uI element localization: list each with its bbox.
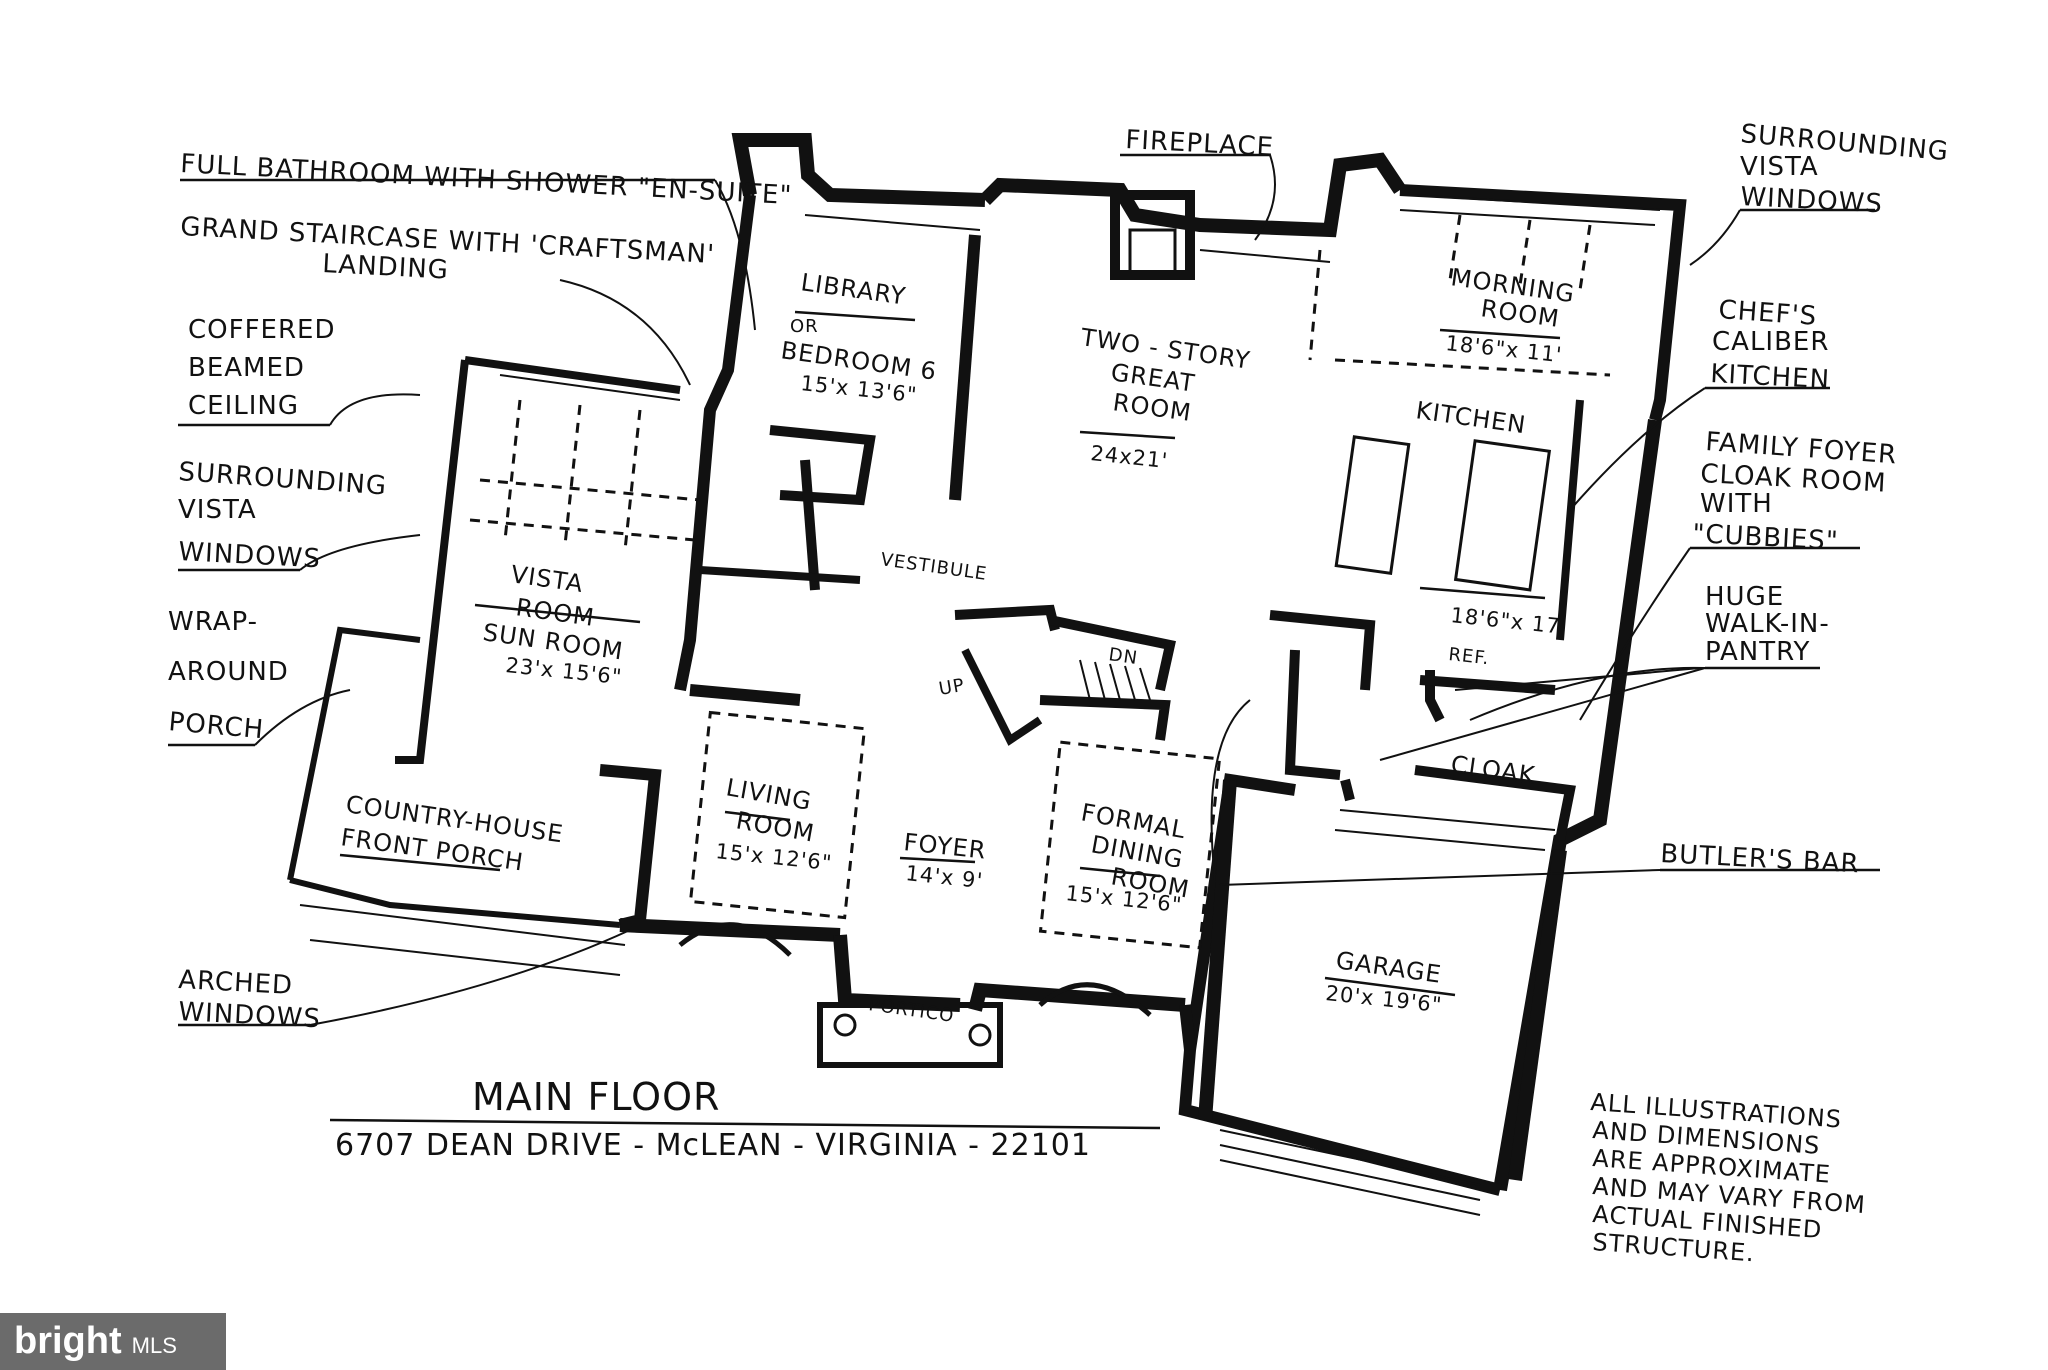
room-kitchen-dim: 18'6"x 17' <box>1449 603 1568 639</box>
room-kitchen: KITCHEN <box>1414 396 1528 439</box>
stair-down: DN <box>1107 644 1139 669</box>
callout-wrap-line1: WRAP- <box>168 607 258 637</box>
bright-mls-watermark: bright MLS <box>0 1313 226 1370</box>
ceiling-dashed-lines <box>469 214 1611 950</box>
callout-arched-line1: ARCHED <box>178 965 294 1001</box>
callout-leader-lines <box>168 153 1880 1130</box>
callout-vista-right-line3: WINDOWS <box>1740 182 1884 219</box>
callout-full-bathroom: FULL BATHROOM WITH SHOWER "EN-SUITE" <box>180 149 793 211</box>
plan-walls <box>287 133 1687 1216</box>
callout-pantry-line2: WALK-IN- <box>1705 609 1830 639</box>
callout-wrap-line3: PORCH <box>167 707 265 745</box>
callout-chef-line2: CALIBER <box>1712 327 1829 357</box>
bright-logo-mls: MLS <box>131 1332 177 1358</box>
room-library-line1: LIBRARY <box>799 268 908 310</box>
bright-logo-wordmark: bright <box>14 1320 122 1362</box>
room-ref: REF. <box>1447 644 1490 669</box>
callout-family-line3: WITH <box>1700 489 1773 519</box>
callout-chef-line1: CHEF'S <box>1718 295 1819 332</box>
room-cloak: CLOAK <box>1449 750 1537 790</box>
callout-arched-line2: WINDOWS <box>178 997 322 1034</box>
callout-coffered-line2: BEAMED <box>188 353 305 383</box>
room-library-line2: OR <box>790 316 819 337</box>
callout-wrap-line2: AROUND <box>168 657 289 687</box>
plan-title: MAIN FLOOR <box>472 1075 720 1119</box>
room-vista-line1: VISTA <box>509 560 585 598</box>
callout-butlers-bar: BUTLER'S BAR <box>1660 839 1861 879</box>
callout-pantry-line3: PANTRY <box>1705 637 1810 667</box>
plan-address: 6707 DEAN DRIVE - McLEAN - VIRGINIA - 22… <box>335 1128 1091 1163</box>
room-vestibule: VESTIBULE <box>879 549 988 585</box>
stair-up: UP <box>937 675 966 700</box>
callout-coffered-line3: CEILING <box>188 391 299 421</box>
callout-vista-left-line3: WINDOWS <box>178 537 322 574</box>
callout-vista-right-line2: VISTA <box>1740 152 1819 182</box>
room-great-dim: 24x21' <box>1089 441 1169 473</box>
room-foyer-dim: 14'x 9' <box>904 861 984 893</box>
callout-fireplace: FIREPLACE <box>1125 125 1275 163</box>
callout-coffered-line1: COFFERED <box>188 315 335 345</box>
callout-vista-left-line2: VISTA <box>178 495 257 525</box>
room-living-dim: 15'x 12'6" <box>714 839 833 875</box>
callout-grand-staircase-line2: LANDING <box>322 249 450 286</box>
callout-chef-line3: KITCHEN <box>1710 359 1831 395</box>
callout-pantry-line1: HUGE <box>1705 582 1784 612</box>
callout-family-line4: "CUBBIES" <box>1692 519 1840 557</box>
